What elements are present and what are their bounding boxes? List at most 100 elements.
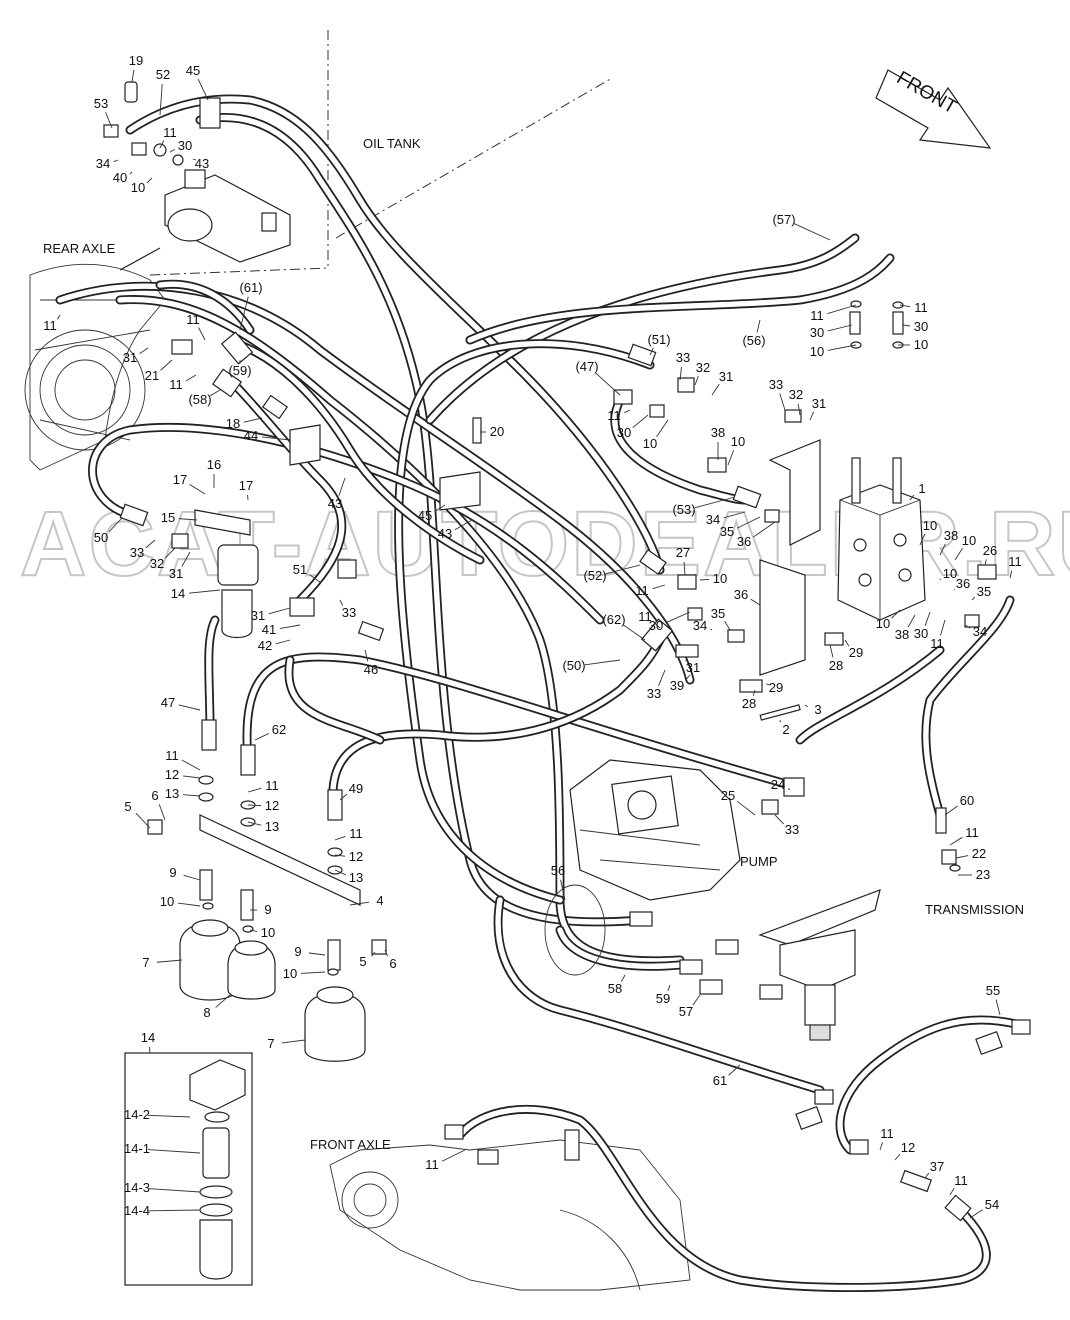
callout-52b: (52)	[583, 568, 606, 583]
callout-36c: 36	[734, 587, 748, 602]
leader-line-25	[736, 800, 756, 816]
leader-line-50b	[584, 659, 621, 666]
leader-line-13a	[182, 794, 201, 797]
callout-34c: 34	[973, 624, 987, 639]
leader-line-61a	[239, 296, 249, 331]
leader-line-11e	[624, 409, 631, 414]
callout-11p: 11	[880, 1126, 894, 1141]
leader-line-30b	[632, 414, 649, 428]
control-valve-block	[837, 457, 926, 621]
callout-31f: 31	[686, 660, 700, 675]
callout-7b: 7	[267, 1036, 274, 1051]
callout-11k: 11	[638, 609, 652, 624]
callout-8: 8	[203, 1005, 210, 1020]
leader-line-34b	[723, 511, 746, 519]
callout-3: 3	[814, 702, 821, 717]
leader-line-31a	[139, 347, 149, 355]
leader-line-41	[279, 624, 301, 630]
callout-32a: 32	[150, 556, 164, 571]
callout-10c: 10	[731, 434, 745, 449]
leader-line-11d	[198, 327, 206, 341]
leader-line-43c	[454, 519, 473, 531]
leader-line-15	[178, 518, 198, 521]
callout-11q: 11	[954, 1173, 968, 1188]
callout-47b: (47)	[575, 359, 598, 374]
leader-line-47a	[178, 704, 201, 711]
leader-line-45b	[434, 504, 446, 513]
leader-line-42	[275, 639, 291, 645]
callout-38a: 38	[711, 425, 725, 440]
leader-line-8	[215, 994, 231, 1008]
leader-line-53	[105, 112, 113, 129]
callout-9c: 9	[294, 944, 301, 959]
leader-line-36b	[953, 589, 956, 591]
callout-11h: 11	[1008, 554, 1022, 569]
leader-line-6b	[384, 949, 388, 957]
leader-line-18	[243, 417, 263, 423]
leader-line-9a	[183, 874, 201, 881]
leader-line-31b	[181, 551, 191, 567]
leader-line-35b	[971, 596, 976, 601]
leader-line-51b	[649, 347, 654, 356]
leader-line-14-4	[147, 1209, 201, 1212]
callout-7a: 7	[142, 955, 149, 970]
leader-line-13c	[334, 869, 346, 876]
leader-line-11l	[949, 836, 963, 846]
leader-line-43a	[192, 158, 197, 161]
callout-23: 23	[976, 867, 990, 882]
leader-line-22	[955, 855, 969, 859]
callout-11n: 11	[265, 778, 279, 793]
callout-35c: 35	[711, 606, 725, 621]
leader-line-51a	[309, 574, 321, 583]
leader-line-11m	[181, 759, 201, 771]
leader-line-11o	[334, 836, 346, 841]
callout-11o: 11	[349, 826, 363, 841]
leader-line-11k	[653, 621, 661, 629]
callout-53: 53	[94, 96, 108, 111]
callout-6b: 6	[389, 956, 396, 971]
callout-14b: 14	[141, 1030, 155, 1045]
leader-line-60	[944, 805, 958, 816]
leader-line-11n	[247, 787, 262, 793]
leader-line-29a	[844, 639, 850, 647]
leader-line-6a	[158, 804, 166, 821]
callout-14-3: 14-3	[124, 1180, 150, 1195]
leader-line-29b	[766, 683, 771, 686]
leader-line-10g	[954, 548, 963, 561]
leader-line-50a	[108, 517, 123, 533]
leader-line-35c	[724, 620, 731, 631]
callout-31c: 31	[251, 608, 265, 623]
callout-58a: (58)	[188, 392, 211, 407]
leader-line-36a	[752, 521, 776, 538]
callout-9a: 9	[169, 865, 176, 880]
callout-29a: 29	[849, 645, 863, 660]
leader-line-11b	[57, 314, 61, 320]
leader-line-34c	[964, 624, 971, 629]
callout-54: 54	[985, 1197, 999, 1212]
leader-line-14b	[149, 1046, 151, 1054]
leader-line-17a	[189, 484, 206, 495]
callout-44: 44	[244, 428, 258, 443]
callout-5b: 5	[359, 954, 366, 969]
leader-line-31d	[711, 383, 720, 396]
leader-line-62a	[254, 733, 270, 741]
callout-30b: 30	[617, 425, 631, 440]
callout-6a: 6	[151, 788, 158, 803]
leader-line-33d	[779, 393, 786, 411]
leader-line-46	[364, 649, 369, 662]
callout-10g: 10	[962, 533, 976, 548]
callout-57b: 57	[679, 1004, 693, 1019]
hose-clamps	[199, 97, 606, 976]
callout-11a: 11	[163, 125, 177, 140]
callout-15: 15	[161, 510, 175, 525]
rear-axle-housing	[24, 247, 166, 471]
leader-line-55	[995, 999, 1001, 1016]
callout-10b: 10	[643, 436, 657, 451]
callout-38c: 38	[895, 627, 909, 642]
callout-12b: 12	[265, 798, 279, 813]
leader-line-28a	[829, 644, 834, 658]
accumulator-2	[227, 889, 276, 1000]
callout-13c: 13	[349, 870, 363, 885]
leader-line-47b	[595, 372, 621, 396]
